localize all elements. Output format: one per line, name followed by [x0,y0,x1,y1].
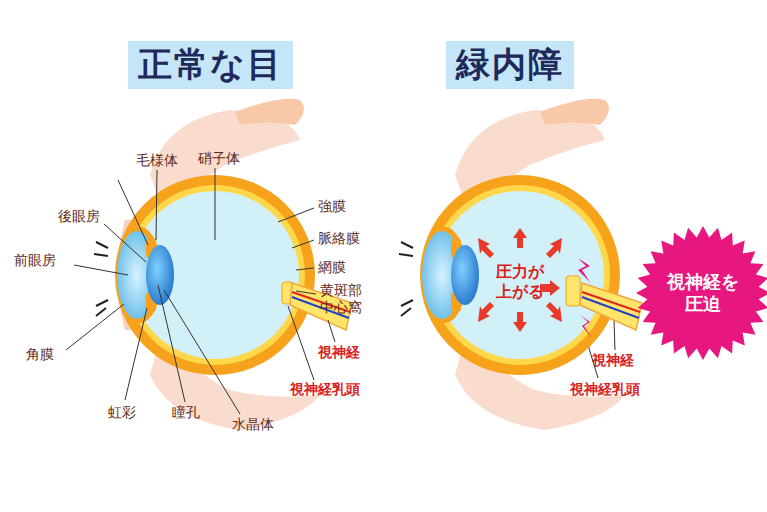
left-eye [94,99,352,430]
part-label: 角膜 [26,346,54,362]
part-label: 水晶体 [232,416,274,432]
pressure-arrows [478,228,562,332]
part-label: 中心窩 [320,299,362,315]
part-label: 硝子体 [198,150,240,166]
red-part-label: 視神経乳頭 [570,381,640,397]
pressure-burst: 視神経を 圧迫 [635,225,767,361]
part-label: 前眼房 [14,252,56,268]
part-label: 強膜 [318,198,346,214]
red-part-label: 視神経 [592,352,634,368]
red-part-label: 視神経乳頭 [290,381,360,397]
part-label: 網膜 [318,259,346,275]
part-label: 虹彩 [108,404,136,420]
part-label: 瞳孔 [172,404,200,420]
title-band: 正常な目 [128,41,293,89]
burst-text: 視神経を 圧迫 [663,271,743,316]
leader-lines [66,168,615,414]
title-band: 緑内障 [446,41,574,89]
part-label: 脈絡膜 [318,230,360,246]
part-label: 後眼房 [58,208,100,224]
part-label: 黄斑部 [320,282,362,298]
right-eye [399,99,642,430]
red-part-label: 圧力が 上がる [492,262,548,302]
title-text: 緑内障 [456,46,564,83]
part-label: 毛様体 [136,152,178,168]
red-part-label: 視神経 [318,344,360,360]
title-text: 正常な目 [138,46,283,83]
